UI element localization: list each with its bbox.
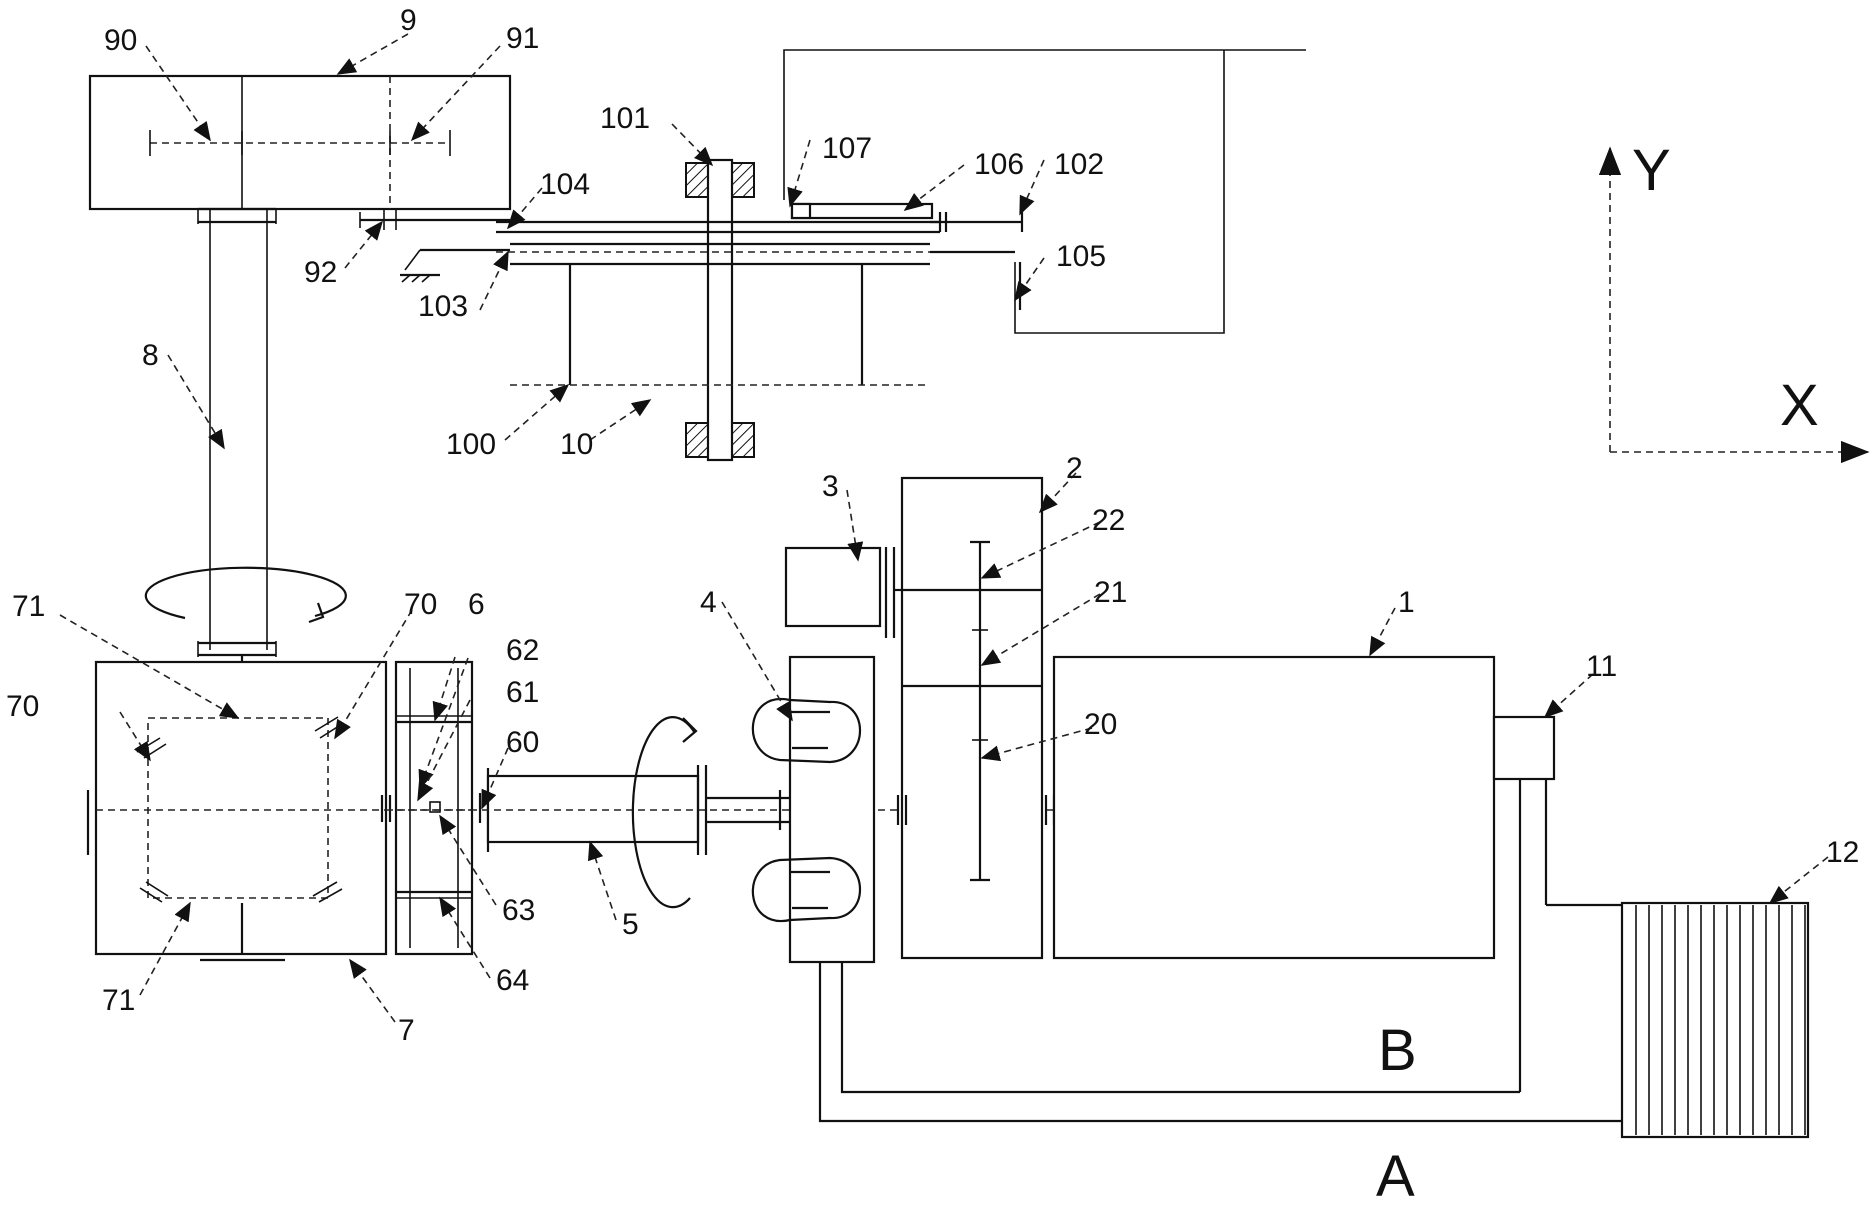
label-102: 102	[1054, 148, 1104, 181]
label-22: 22	[1092, 504, 1125, 537]
label-70-right: 70	[404, 588, 437, 621]
label-6: 6	[468, 588, 485, 621]
label-8: 8	[142, 339, 159, 372]
assembly-10	[400, 50, 1306, 460]
label-70-left: 70	[6, 690, 39, 723]
label-103: 103	[418, 290, 468, 323]
label-9: 9	[400, 4, 417, 37]
label-91: 91	[506, 22, 539, 55]
label-71-bottom: 71	[102, 984, 135, 1017]
label-5: 5	[622, 908, 639, 941]
radiator-12	[1622, 903, 1808, 1137]
label-1: 1	[1398, 586, 1415, 619]
circuit-b-label: B	[1378, 1018, 1417, 1083]
label-106: 106	[974, 148, 1024, 181]
label-90: 90	[104, 24, 137, 57]
rotation-arrow	[146, 568, 346, 618]
label-3: 3	[822, 470, 839, 503]
label-63: 63	[502, 894, 535, 927]
axis-y-label: Y	[1632, 138, 1671, 203]
label-64: 64	[496, 964, 529, 997]
component-11	[1494, 717, 1554, 1092]
label-12: 12	[1826, 836, 1859, 869]
axis-x-label: X	[1780, 373, 1819, 438]
gearbox-9	[90, 76, 510, 230]
label-107: 107	[822, 132, 872, 165]
label-62: 62	[506, 634, 539, 667]
label-20: 20	[1084, 708, 1117, 741]
label-2: 2	[1066, 452, 1083, 485]
label-61: 61	[506, 676, 539, 709]
circuit-a-label: A	[1376, 1144, 1415, 1201]
label-11: 11	[1586, 650, 1617, 683]
label-10: 10	[560, 428, 593, 461]
gearbox-2	[898, 478, 1054, 958]
label-92: 92	[304, 256, 337, 289]
differential-7	[88, 662, 390, 960]
label-4: 4	[700, 586, 717, 619]
engine-1	[1054, 657, 1494, 958]
label-104: 104	[540, 168, 590, 201]
label-105: 105	[1056, 240, 1106, 273]
fluid-coupling-4	[706, 657, 874, 962]
label-21: 21	[1094, 576, 1127, 609]
axis-indicator: Y X	[1610, 138, 1868, 452]
label-100: 100	[446, 428, 496, 461]
label-7: 7	[398, 1014, 415, 1047]
label-101: 101	[600, 102, 650, 135]
gear-stage-6	[396, 662, 488, 954]
motor-3	[786, 547, 902, 638]
label-71-top: 71	[12, 590, 45, 623]
label-60: 60	[506, 726, 539, 759]
